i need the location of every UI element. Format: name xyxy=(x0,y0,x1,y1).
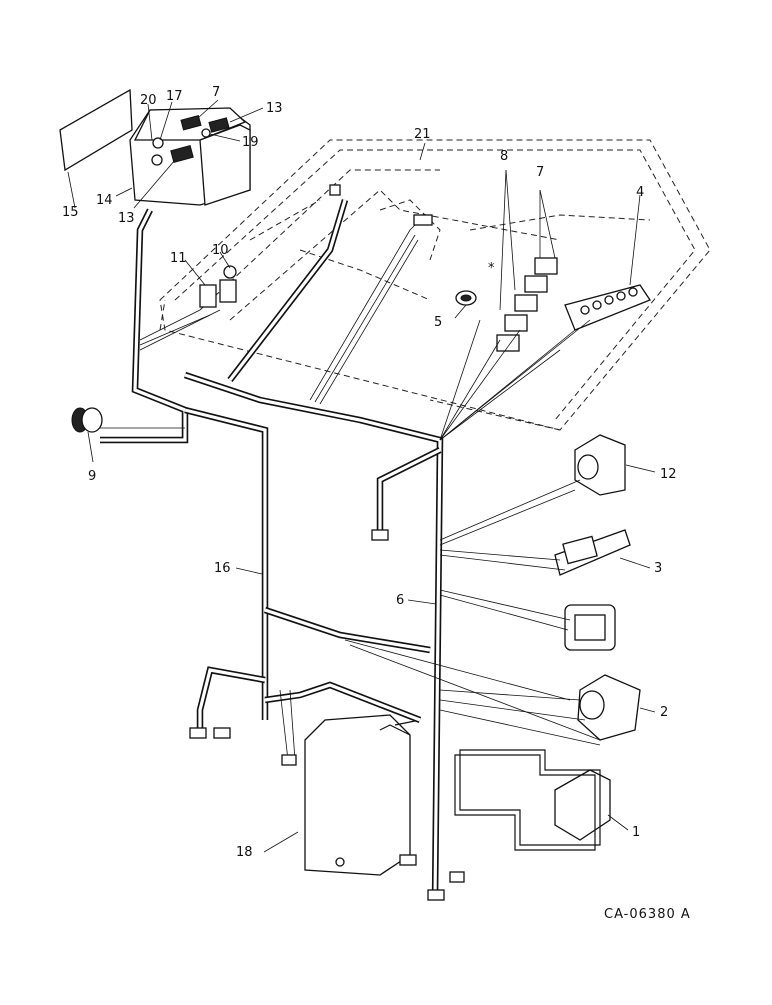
multi-pin-connector xyxy=(564,604,616,651)
fuse-block xyxy=(564,284,651,331)
callout-1: 1 xyxy=(632,825,640,840)
instrument-pod xyxy=(59,88,251,206)
callout-labels: 20 17 7 13 19 15 14 13 21 8 7 4 11 10 5 … xyxy=(62,85,677,860)
callout-21: 21 xyxy=(414,127,431,142)
callout-4: 4 xyxy=(636,185,644,200)
main-harness xyxy=(100,199,444,901)
regulator-module xyxy=(577,674,641,741)
callout-3: 3 xyxy=(654,561,662,576)
asterisk-mark: * xyxy=(488,261,495,276)
flasher-unit xyxy=(574,434,626,496)
callout-19: 19 xyxy=(242,135,259,150)
callout-11: 11 xyxy=(170,251,187,266)
callout-10: 10 xyxy=(212,243,229,258)
callout-2: 2 xyxy=(660,705,668,720)
battery-box xyxy=(304,714,421,876)
callout-7: 7 xyxy=(212,85,220,100)
callout-12: 12 xyxy=(660,467,677,482)
round-connector xyxy=(71,407,103,433)
relay-module xyxy=(454,749,611,851)
callout-17: 17 xyxy=(166,89,183,104)
callout-13: 13 xyxy=(118,211,135,226)
callout-16: 16 xyxy=(214,561,231,576)
callout-8: 8 xyxy=(500,149,508,164)
callout-20: 20 xyxy=(140,93,157,108)
leader-lines xyxy=(67,99,656,853)
callout-7: 7 xyxy=(536,165,544,180)
callout-18: 18 xyxy=(236,845,253,860)
relay-bracket xyxy=(554,529,631,576)
callout-6: 6 xyxy=(396,593,404,608)
harness-connectors xyxy=(189,184,465,901)
drawing-caption: CA-06380 A xyxy=(604,907,691,922)
rotary-switch xyxy=(455,290,477,306)
callout-15: 15 xyxy=(62,205,79,220)
key-switch-assembly xyxy=(199,265,237,308)
callout-13: 13 xyxy=(266,101,283,116)
callout-14: 14 xyxy=(96,193,113,208)
callout-9: 9 xyxy=(88,469,96,484)
wire-bundles xyxy=(100,219,601,761)
callout-5: 5 xyxy=(434,315,442,330)
rocker-switch-bank xyxy=(496,257,558,352)
